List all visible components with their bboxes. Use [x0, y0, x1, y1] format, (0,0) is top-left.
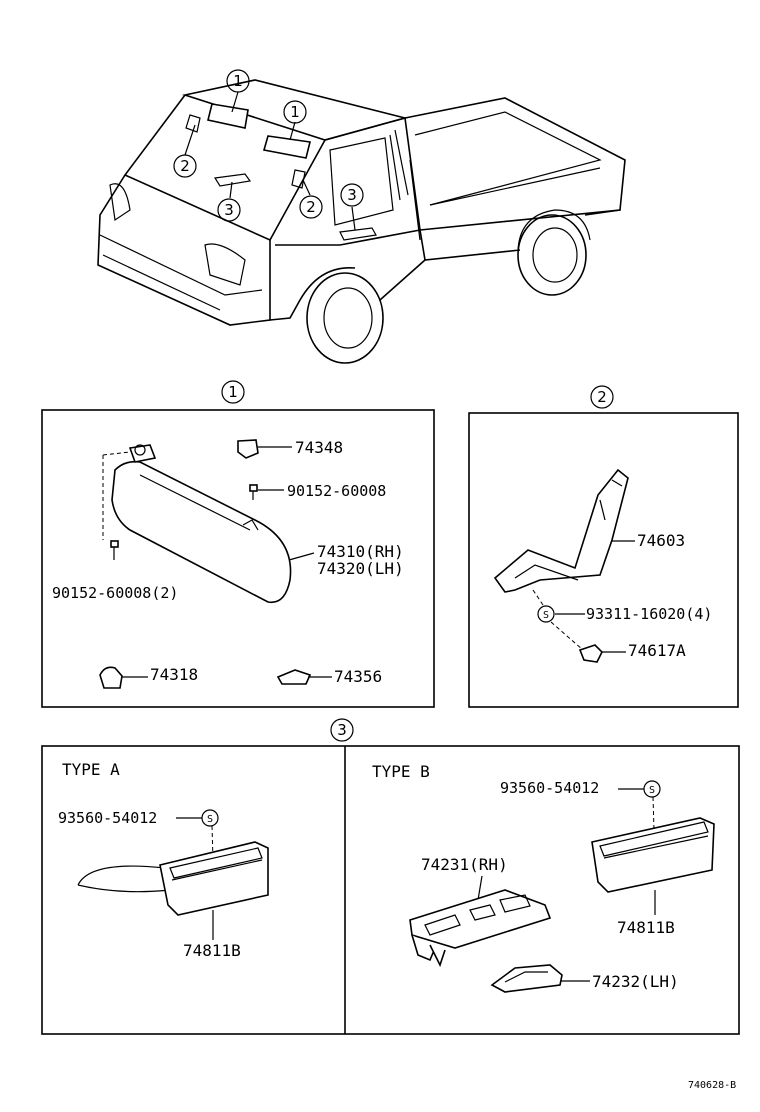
label-90152-60008-2: 90152-60008(2)	[52, 584, 178, 602]
screw-90152-upper	[249, 484, 284, 500]
label-90152-60008: 90152-60008	[287, 482, 386, 500]
svg-text:S: S	[543, 610, 549, 621]
sun-visor	[102, 444, 292, 604]
cap-74617A	[578, 644, 626, 663]
svg-text:1: 1	[290, 103, 300, 121]
panel-1-box	[41, 409, 435, 708]
svg-text:S: S	[649, 785, 655, 796]
label-74811B-b: 74811B	[617, 918, 675, 937]
holder-74318	[99, 666, 148, 689]
type-a-heading: TYPE A	[62, 760, 120, 779]
drawing-code: 740628-B	[688, 1080, 736, 1091]
holder-74232	[490, 964, 590, 993]
console-box-type-a	[77, 841, 269, 940]
overview-callout-2b: 2	[299, 195, 323, 219]
overview-callout-3b: 3	[340, 183, 364, 207]
panel-1-title: 1	[221, 380, 245, 404]
svg-text:2: 2	[180, 157, 190, 175]
overview-callout-1a: 1	[226, 69, 250, 93]
clip-74348	[237, 439, 292, 459]
screw-90152-lower	[110, 540, 119, 560]
svg-text:2: 2	[306, 198, 316, 216]
svg-text:3: 3	[224, 201, 234, 219]
label-93311-16020: 93311-16020(4)	[586, 605, 712, 623]
overview-callout-2a: 2	[173, 154, 197, 178]
svg-text:1: 1	[228, 383, 238, 401]
console-bracket-74231	[409, 889, 552, 968]
console-box-type-b	[591, 817, 715, 915]
truck-overview	[97, 79, 626, 364]
panel-3-box	[41, 745, 740, 1035]
panel-2-box	[468, 412, 739, 708]
label-74320-lh: 74320(LH)	[317, 559, 404, 578]
svg-text:S: S	[207, 814, 213, 825]
type-b-heading: TYPE B	[372, 762, 430, 781]
panel-3-title: 3	[330, 718, 354, 742]
label-74603: 74603	[637, 531, 685, 550]
panel-2-title: 2	[590, 385, 614, 409]
svg-text:3: 3	[347, 186, 357, 204]
label-74231-rh: 74231(RH)	[421, 855, 508, 874]
label-74356: 74356	[334, 667, 382, 686]
svg-text:2: 2	[597, 388, 607, 406]
label-74348: 74348	[295, 438, 343, 457]
label-93560-54012-a: 93560-54012	[58, 809, 157, 827]
label-74318: 74318	[150, 665, 198, 684]
label-93560-54012-b: 93560-54012	[500, 779, 599, 797]
label-74617A: 74617A	[628, 641, 686, 660]
overview-callout-3a: 3	[217, 198, 241, 222]
overview-callout-1b: 1	[283, 100, 307, 124]
svg-text:1: 1	[233, 72, 243, 90]
label-74310-rh: 74310(RH)	[317, 542, 404, 561]
s-mark-type-b	[643, 780, 661, 798]
s-mark-type-a	[201, 809, 219, 827]
holder-74356	[276, 669, 332, 685]
s-mark-panel-2	[537, 605, 555, 623]
svg-text:3: 3	[337, 721, 347, 739]
assist-grip	[493, 468, 635, 593]
label-74232-lh: 74232(LH)	[592, 972, 679, 991]
label-74811B-a: 74811B	[183, 941, 241, 960]
